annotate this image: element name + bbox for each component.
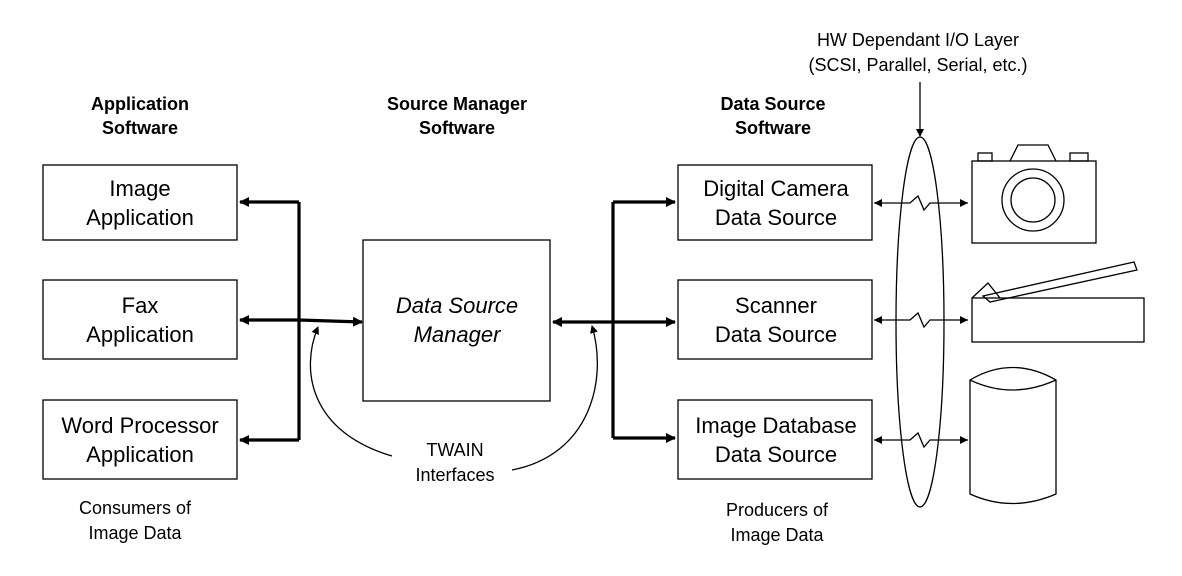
data-source-camera-line1: Digital Camera [703,176,849,201]
hw-layer-label-line1: HW Dependant I/O Layer [817,30,1019,50]
hw-io-layer-ellipse [895,136,945,508]
header-source-manager-line1: Source Manager [387,94,527,114]
application-box-fax: Fax Application [42,279,238,360]
scanner-icon [971,261,1145,343]
manager-line1: Data Source [396,293,518,318]
twain-interfaces-arc [309,325,598,471]
application-image-line2: Application [86,205,194,230]
header-data-source-line2: Software [735,118,811,138]
manager-line2: Manager [414,322,503,347]
database-icon [969,366,1057,505]
data-source-camera-line2: Data Source [715,205,837,230]
data-source-box-image-database: Image Database Data Source [677,399,873,480]
data-source-bus-connector [552,197,676,443]
device-link-database [874,431,968,449]
hw-layer-label-line2: (SCSI, Parallel, Serial, etc.) [808,55,1027,75]
data-source-box-scanner: Scanner Data Source [677,279,873,360]
data-source-scanner-line2: Data Source [715,322,837,347]
data-source-database-line2: Data Source [715,442,837,467]
application-bus-connector [239,197,363,445]
data-source-manager-box: Data Source Manager [362,239,551,402]
consumers-caption-line1: Consumers of [79,498,192,518]
header-data-source-line1: Data Source [720,94,825,114]
application-fax-line2: Application [86,322,194,347]
application-word-processor-line1: Word Processor [61,413,218,438]
header-source-manager-line2: Software [419,118,495,138]
data-source-scanner-line1: Scanner [735,293,817,318]
device-link-camera [874,194,968,212]
application-box-image: Image Application [42,164,238,241]
data-source-database-line1: Image Database [695,413,856,438]
device-link-scanner [874,311,968,329]
consumers-caption-line2: Image Data [88,523,182,543]
twain-label-line2: Interfaces [415,465,494,485]
data-source-box-digital-camera: Digital Camera Data Source [677,164,873,241]
camera-icon [971,144,1097,244]
header-application-line1: Application [91,94,189,114]
application-box-word-processor: Word Processor Application [42,399,238,480]
producers-caption-line1: Producers of [726,500,829,520]
application-word-processor-line2: Application [86,442,194,467]
application-image-line1: Image [109,176,170,201]
twain-label-line1: TWAIN [426,440,483,460]
header-application-line2: Software [102,118,178,138]
application-fax-line1: Fax [122,293,159,318]
producers-caption-line2: Image Data [730,525,824,545]
